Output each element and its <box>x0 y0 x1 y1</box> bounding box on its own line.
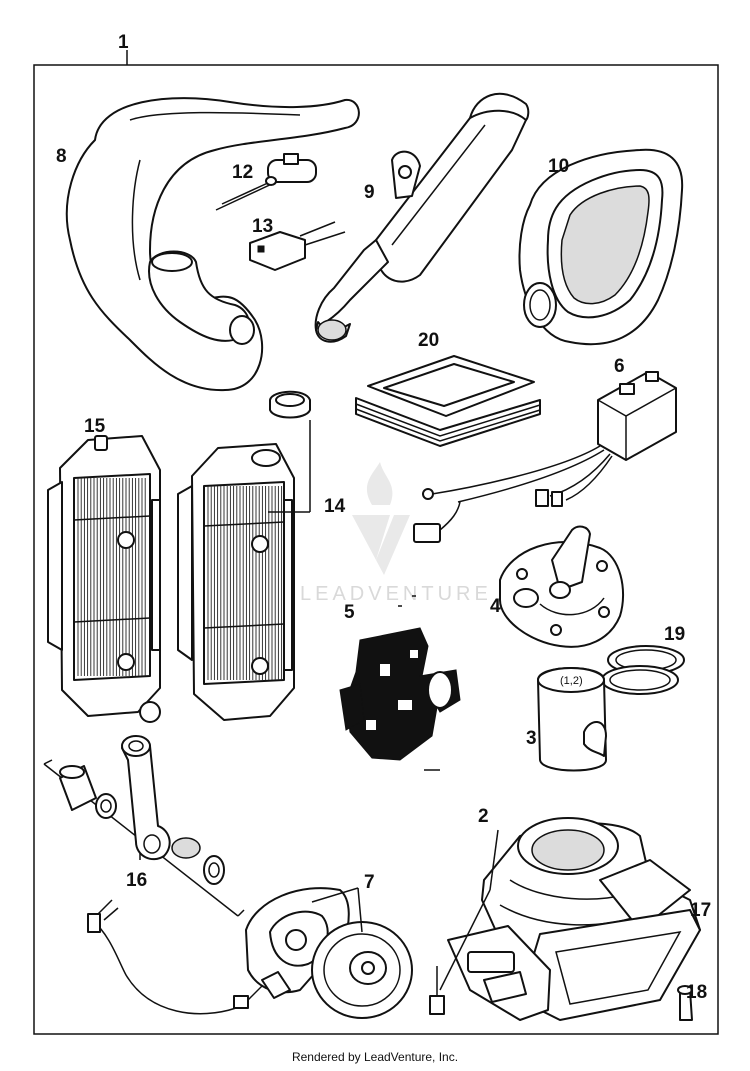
piston-marking: (1,2) <box>560 675 583 687</box>
cylinder-and-gaskets <box>429 817 701 1021</box>
callout-5: 5 <box>344 602 355 623</box>
callout-4: 4 <box>490 596 501 617</box>
callout-18: 18 <box>686 982 707 1003</box>
callout-12: 12 <box>232 162 253 183</box>
cylinder-head <box>499 525 624 648</box>
ignition-stator-flywheel <box>87 887 413 1019</box>
callout-16: 16 <box>126 870 147 891</box>
connecting-rod-set <box>43 735 245 917</box>
radiator-left <box>47 435 161 723</box>
engine-assembly <box>339 595 461 771</box>
callout-14: 14 <box>324 496 346 517</box>
callout-3: 3 <box>526 728 537 749</box>
callout-1: 1 <box>118 32 129 53</box>
cdi-unit <box>413 371 677 543</box>
owner-manual <box>355 355 541 447</box>
exhaust-pipe <box>65 97 360 392</box>
callout-19: 19 <box>664 624 685 645</box>
callout-2: 2 <box>478 806 489 827</box>
callout-17: 17 <box>690 900 711 921</box>
radiator-cap <box>268 390 311 513</box>
watermark-text: LEADVENTURE <box>300 583 492 605</box>
callout-9: 9 <box>364 182 375 203</box>
callout-15: 15 <box>84 416 106 437</box>
connector-part-12 <box>215 153 317 211</box>
piston: (1,2) <box>537 667 607 772</box>
callout-8: 8 <box>56 146 67 167</box>
callout-20: 20 <box>418 330 439 351</box>
callout-7: 7 <box>364 872 375 893</box>
callout-10: 10 <box>548 156 569 177</box>
callout-13: 13 <box>252 216 273 237</box>
diagram-frame <box>33 64 719 1035</box>
connector-part-13 <box>249 221 346 271</box>
callout-6: 6 <box>614 356 625 377</box>
footer-credit: Rendered by LeadVenture, Inc. <box>291 1050 459 1064</box>
radiator-right <box>177 443 295 721</box>
piston-rings <box>601 645 685 695</box>
leadventure-watermark: LEADVENTURE <box>300 462 492 605</box>
air-filter-boot <box>518 148 684 346</box>
silencer <box>314 92 530 343</box>
